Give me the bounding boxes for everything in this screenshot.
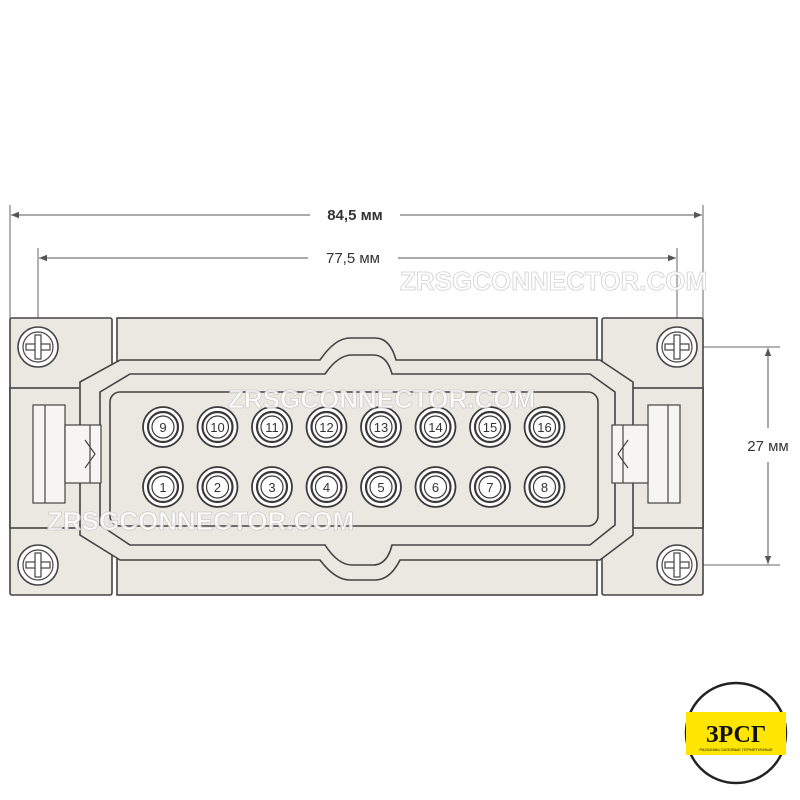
pin-contact: 7 [469, 466, 511, 508]
dimension-mounting-height: 27 мм [690, 346, 789, 566]
screw-bottom-right-icon [656, 544, 698, 586]
pin-number: 10 [210, 420, 224, 435]
pin-number: 11 [265, 420, 279, 435]
pin-contact: 10 [196, 406, 239, 448]
pin-contact: 15 [469, 406, 511, 448]
pin-contact: 16 [523, 406, 566, 448]
company-logo: ЗРСГ РАЗЪЕМЫ СИЛОВЫЕ ГЕРМЕТИЧНЫЕ [684, 681, 788, 785]
pin-number: 5 [377, 480, 384, 495]
pin-number: 13 [374, 420, 388, 435]
dimension-mounting-width: 77,5 мм [37, 248, 678, 345]
watermark-3: ZRSGCONNECTOR.COM [47, 506, 354, 536]
pin-number: 15 [483, 420, 497, 435]
screw-top-right-icon [656, 326, 698, 368]
pin-contact: 5 [360, 466, 402, 508]
logo-main-text: ЗРСГ [706, 722, 766, 748]
pin-contact: 11 [251, 406, 293, 448]
latch-right-icon [611, 404, 681, 504]
connector-housing [9, 317, 704, 596]
logo-sub-text: РАЗЪЕМЫ СИЛОВЫЕ ГЕРМЕТИЧНЫЕ [699, 747, 773, 752]
pin-number: 7 [486, 480, 493, 495]
screw-bottom-left-icon [17, 544, 59, 586]
pin-contact: 13 [360, 406, 402, 448]
pin-number: 4 [323, 480, 330, 495]
pin-number: 8 [541, 480, 548, 495]
mounting-height-label: 27 мм [747, 438, 788, 455]
pin-number: 3 [268, 480, 275, 495]
watermark-2: ZRSGCONNECTOR.COM [228, 384, 535, 414]
pin-number: 9 [159, 420, 166, 435]
watermark-1: ZRSGCONNECTOR.COM [400, 266, 707, 296]
dimension-overall-width: 84,5 мм [9, 205, 704, 385]
pin-number: 16 [537, 420, 551, 435]
pin-number: 14 [428, 420, 442, 435]
pin-number: 6 [432, 480, 439, 495]
pin-number: 12 [319, 420, 333, 435]
pin-contact: 12 [305, 406, 348, 448]
pin-contact: 2 [196, 466, 239, 508]
latch-left-icon [32, 404, 102, 504]
screw-top-left-icon [17, 326, 59, 368]
overall-width-label: 84,5 мм [327, 207, 383, 224]
pin-contact: 4 [305, 466, 348, 508]
pin-contact: 8 [523, 466, 566, 508]
pin-contact: 1 [142, 466, 184, 508]
pin-contact: 9 [142, 406, 184, 448]
pin-contact: 6 [414, 466, 457, 508]
pin-contact: 3 [251, 466, 293, 508]
pin-contact: 14 [414, 406, 457, 448]
pin-number: 2 [214, 480, 221, 495]
pin-number: 1 [159, 480, 166, 495]
mounting-width-label: 77,5 мм [326, 250, 380, 267]
